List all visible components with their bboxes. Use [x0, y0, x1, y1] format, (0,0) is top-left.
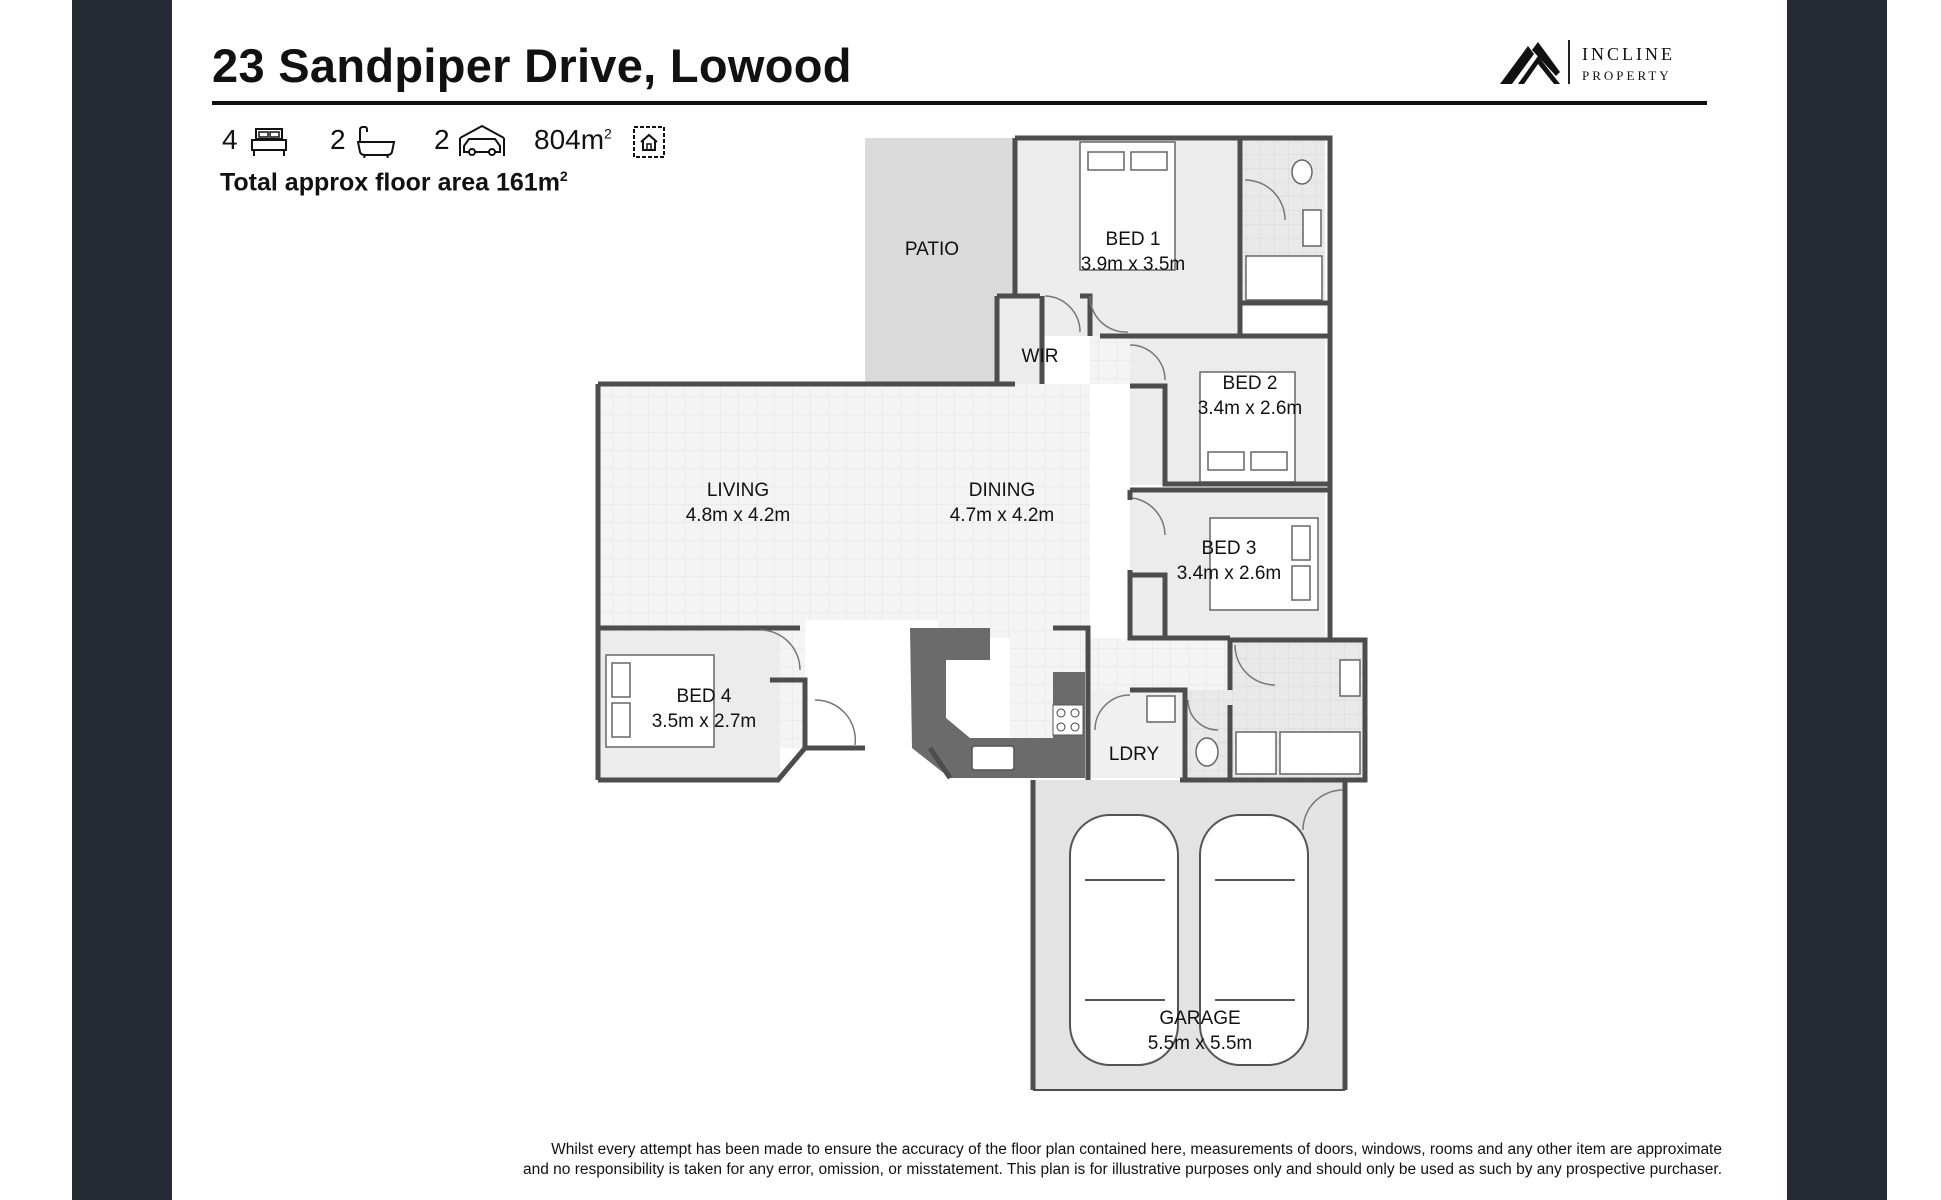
living-dining-floor: [598, 336, 1230, 778]
car-icon: [459, 124, 505, 156]
patio-area: [865, 138, 1015, 384]
dining-size: 4.7m x 4.2m: [950, 505, 1055, 526]
bed2-size: 3.4m x 2.6m: [1198, 398, 1303, 419]
brand-logo: INCLINE PROPERTY: [1498, 38, 1708, 94]
bedrooms-count: 4: [222, 124, 238, 155]
cooktop: [1052, 704, 1084, 736]
page-margin-left: [0, 0, 72, 1200]
ensuite-fixtures: [1245, 159, 1323, 301]
living-size: 4.8m x 4.2m: [686, 505, 791, 526]
kitchen-sink: [971, 745, 1015, 771]
bed2-bed: [1199, 371, 1296, 483]
bed4-bed: [605, 654, 715, 748]
walls: [595, 135, 1368, 1091]
title-divider: [212, 101, 1707, 105]
total-floor-area: Total approx floor area 161m2: [220, 168, 568, 197]
garage-car-left: [1069, 814, 1179, 1066]
toilet-fixture: [1146, 695, 1219, 767]
ldry-label: LDRY: [1109, 744, 1160, 765]
disclaimer: Whilst every attempt has been made to en…: [380, 1140, 1722, 1180]
bed2-label: BED 2: [1223, 373, 1278, 394]
bathrooms-count: 2: [330, 124, 346, 155]
bed1-bed: [1079, 141, 1176, 271]
living-label: LIVING: [707, 480, 769, 501]
bed3-bed: [1209, 517, 1319, 611]
page-margin-right: [1887, 0, 1941, 1200]
car-spaces-count: 2: [434, 124, 450, 155]
patio-label: PATIO: [905, 239, 959, 260]
garage-car-right: [1199, 814, 1309, 1066]
logo-separator: [1568, 40, 1570, 84]
page-title: 23 Sandpiper Drive, Lowood: [212, 39, 852, 92]
bed3-size: 3.4m x 2.6m: [1177, 563, 1282, 584]
mountain-logo-icon: [1500, 42, 1560, 84]
garage-size: 5.5m x 5.5m: [1148, 1033, 1253, 1054]
bathroom-fixtures: [1235, 659, 1361, 775]
garage-label: GARAGE: [1159, 1008, 1240, 1029]
logo-subtitle: PROPERTY: [1582, 68, 1672, 83]
bed4-label: BED 4: [677, 686, 732, 707]
bed3-label: BED 3: [1202, 538, 1257, 559]
logo-name: INCLINE: [1582, 44, 1675, 64]
wir-label: WIR: [1022, 346, 1059, 367]
bed1-label: BED 1: [1106, 229, 1161, 250]
wir-floor: [997, 294, 1042, 384]
disclaimer-line-1: Whilst every attempt has been made to en…: [551, 1141, 1722, 1158]
disclaimer-line-2: and no responsibility is taken for any e…: [523, 1161, 1722, 1178]
bed-icon: [251, 128, 287, 156]
bed1-size: 3.9m x 3.5m: [1081, 254, 1186, 275]
land-house-icon: [633, 126, 665, 158]
door-swings: [759, 179, 1344, 831]
dining-label: DINING: [969, 480, 1036, 501]
bed4-size: 3.5m x 2.7m: [652, 711, 757, 732]
kitchen-bench: [910, 628, 1085, 778]
bath-icon: [356, 126, 396, 158]
side-bar-left: [72, 0, 172, 1200]
land-area: 804m2: [534, 124, 612, 155]
side-bar-right: [1787, 0, 1887, 1200]
